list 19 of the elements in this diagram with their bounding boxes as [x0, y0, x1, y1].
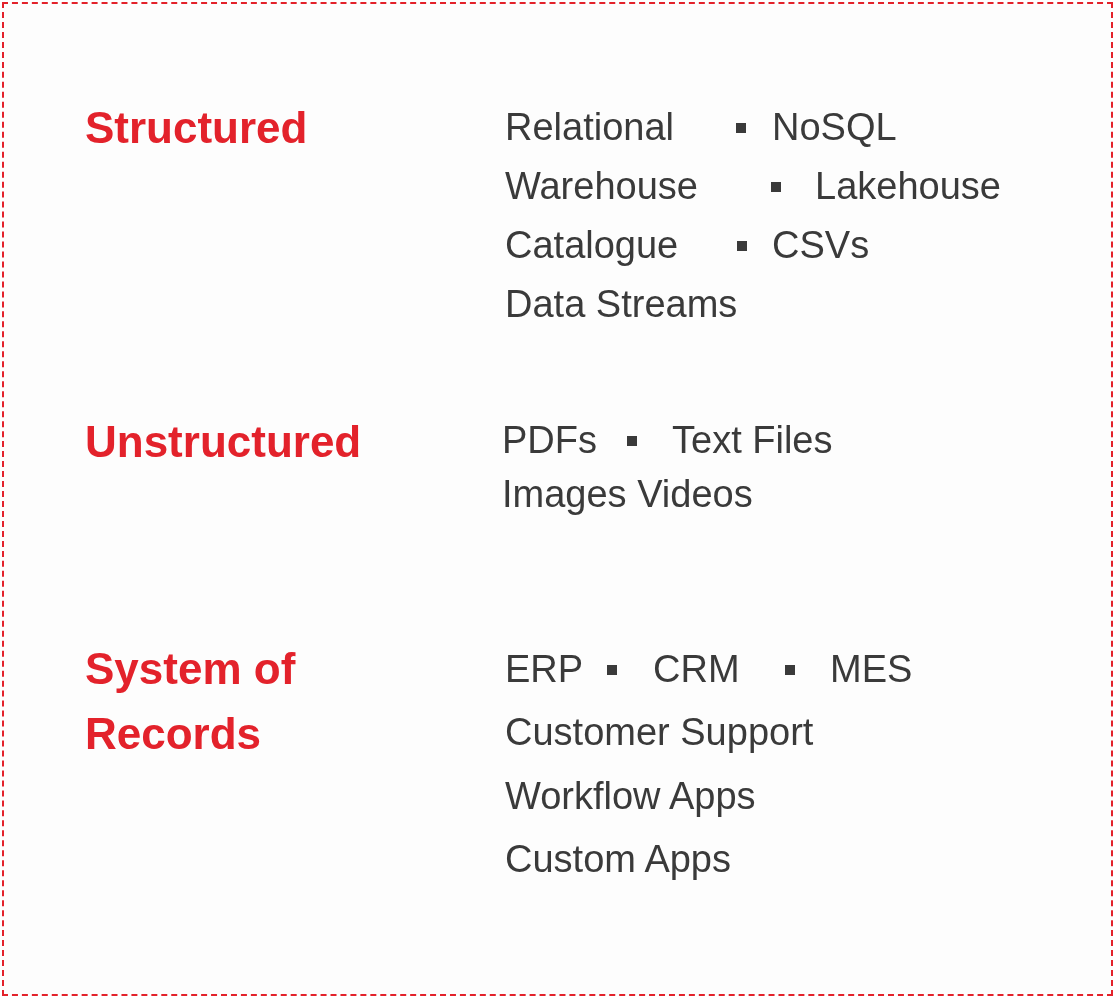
data-source-label: Lakehouse	[815, 165, 1001, 209]
data-source-label: NoSQL	[772, 106, 897, 150]
data-source-label: Images Videos	[502, 473, 753, 517]
data-source-label: CRM	[653, 648, 740, 692]
data-source-label: Workflow Apps	[505, 775, 756, 819]
data-source-label: Catalogue	[505, 224, 679, 268]
category-heading: Structured	[85, 102, 308, 154]
category-heading: Unstructured	[85, 416, 362, 468]
data-source-label: Customer Support	[505, 711, 814, 755]
data-source-label: Warehouse	[505, 165, 698, 209]
data-source-label: Data Streams	[505, 283, 738, 327]
data-source-label: MES	[830, 648, 913, 692]
category-heading: System of Records	[85, 643, 297, 760]
data-source-label: ERP	[505, 648, 584, 692]
data-source-label: Relational	[505, 106, 674, 150]
data-source-label: CSVs	[772, 224, 870, 268]
data-source-label: Text Files	[672, 419, 833, 463]
data-source-label: Custom Apps	[505, 838, 731, 882]
data-source-label: PDFs	[502, 419, 597, 463]
